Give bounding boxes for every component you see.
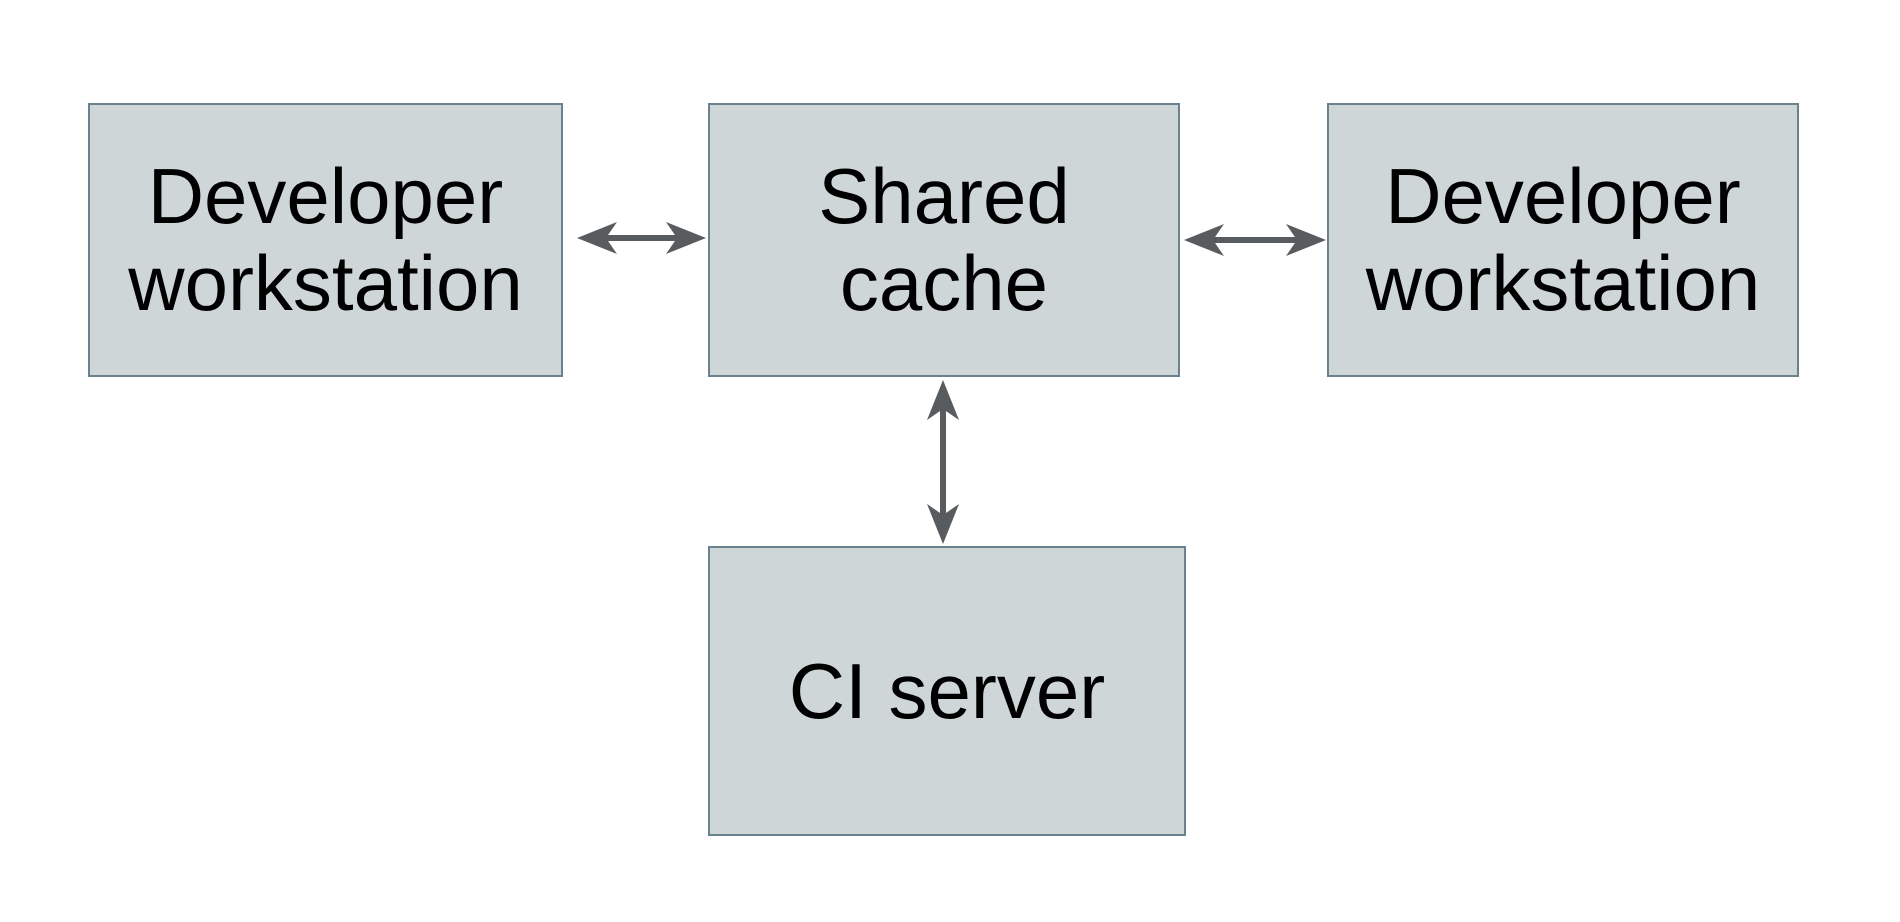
- node-label: Developer workstation: [1365, 152, 1761, 327]
- node-label: CI server: [788, 646, 1106, 735]
- node-ci-server: CI server: [708, 546, 1186, 836]
- node-label: Developer workstation: [128, 152, 523, 327]
- node-label: Shared cache: [818, 152, 1070, 327]
- node-shared-cache: Shared cache: [708, 103, 1180, 377]
- bidirectional-arrow-cache-ci-server: [927, 380, 959, 544]
- node-developer-workstation-left: Developer workstation: [88, 103, 563, 377]
- bidirectional-arrow-left-workstation-cache: [577, 222, 706, 254]
- bidirectional-arrow-cache-right-workstation: [1184, 224, 1326, 256]
- node-developer-workstation-right: Developer workstation: [1327, 103, 1799, 377]
